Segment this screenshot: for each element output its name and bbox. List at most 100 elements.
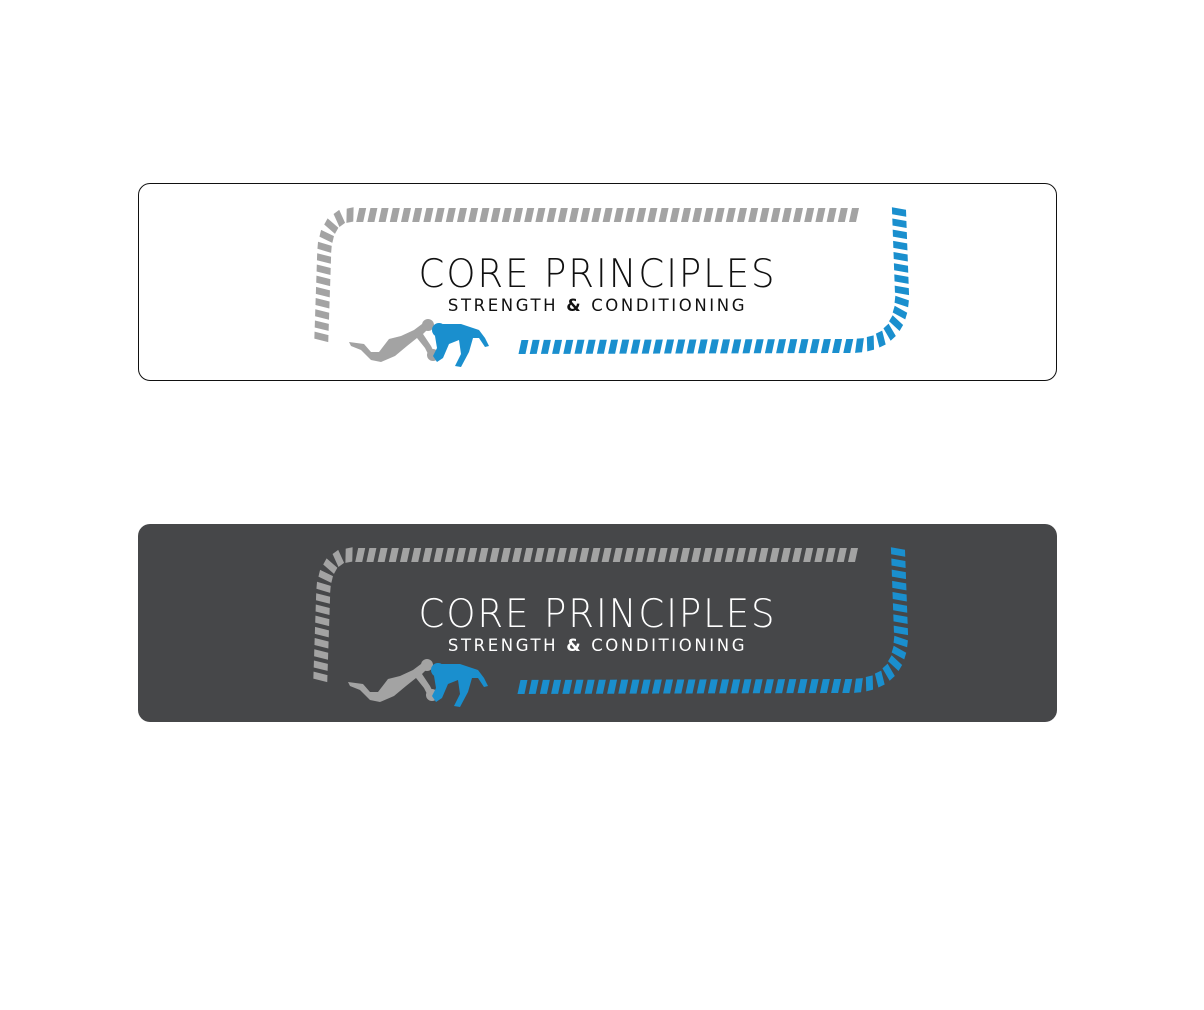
logo-title: CORE PRINCIPLES [418, 252, 777, 297]
rope-strand [596, 339, 607, 354]
rope-strand [456, 548, 466, 562]
rope-strand [489, 548, 500, 562]
rope-strand [534, 548, 545, 562]
rope-strand [736, 548, 746, 563]
rope-strand [568, 548, 578, 562]
rope-strand [366, 548, 377, 562]
rope-strand [758, 548, 769, 563]
logo-artwork [314, 207, 910, 367]
rope-strand [355, 548, 366, 562]
rope-strand [314, 626, 329, 638]
rope-strand [686, 339, 697, 354]
rope-strand [725, 208, 736, 223]
rope-strand [562, 679, 573, 694]
rope-strand [367, 208, 378, 222]
rope-strand [658, 208, 669, 223]
blue-rope [518, 207, 910, 354]
blue-rope [517, 547, 909, 694]
rope-strand [512, 548, 522, 562]
rope-strand [892, 580, 907, 591]
rope-strand [590, 548, 601, 562]
rope-strand [585, 339, 596, 354]
rope-strand [401, 208, 411, 222]
rope-strand [808, 679, 819, 694]
rope-strand [612, 548, 623, 562]
rope-strand [535, 208, 546, 223]
rope-strand [720, 339, 731, 354]
rope-strand [556, 548, 567, 562]
rope-strand [540, 339, 551, 354]
rope-strand [313, 671, 328, 683]
rope-strand [467, 548, 478, 562]
rope-strand [669, 208, 680, 223]
rope-strand [345, 547, 353, 563]
rope-strand [893, 635, 908, 648]
rope-strand [748, 208, 759, 223]
rope-strand [848, 548, 858, 563]
logo-card-light: CORE PRINCIPLES STRENGTH&CONDITIONING [138, 183, 1057, 381]
rope-strand [697, 339, 708, 354]
rope-strand [315, 593, 331, 604]
rope-strand [889, 315, 904, 331]
rope-strand [319, 229, 334, 243]
rope-strand [316, 581, 331, 593]
rope-strand [528, 679, 539, 694]
rope-strand [730, 679, 741, 694]
rope-strand [316, 264, 331, 275]
rope-strand [619, 339, 630, 354]
rope-strand [798, 339, 809, 354]
rope-strand [490, 208, 501, 223]
rope-strand [804, 208, 815, 223]
rope-strand [891, 558, 906, 568]
rope-strand [315, 298, 330, 309]
rope-strand [500, 548, 511, 562]
rope-strand [892, 305, 908, 320]
rope-strand [719, 679, 730, 694]
subtitle-ampersand: & [566, 636, 584, 655]
rope-strand [316, 253, 332, 264]
rope-strand [893, 625, 909, 636]
rope-strand [317, 241, 332, 253]
rope-strand [836, 548, 847, 563]
rope-strand [776, 339, 787, 354]
rope-strand [775, 679, 786, 694]
rope-strand [324, 218, 339, 234]
rope-strand [741, 679, 752, 694]
rope-strand [323, 558, 338, 574]
logo-artwork [313, 547, 909, 707]
rope-strand [523, 548, 534, 562]
rope-strand [680, 548, 690, 562]
rope-strand [602, 208, 613, 223]
rope-strand [787, 339, 798, 354]
rope-strand [569, 208, 579, 223]
rope-strand [713, 548, 724, 562]
logo-title: CORE PRINCIPLES [418, 592, 777, 637]
rope-strand [422, 548, 433, 562]
rope-strand [423, 208, 434, 222]
rope-strand [618, 679, 629, 694]
rope-strand [608, 339, 619, 354]
rope-strand [640, 679, 651, 694]
rope-strand [875, 330, 886, 348]
rope-strand [378, 208, 389, 222]
rope-strand [433, 548, 444, 562]
logo-card-dark: CORE PRINCIPLES STRENGTH&CONDITIONING [138, 524, 1057, 722]
rope-strand [647, 208, 658, 223]
rope-strand [742, 339, 753, 354]
rope-strand [551, 679, 562, 694]
rope-strand [652, 339, 663, 354]
kneeling-figure-icon [348, 659, 438, 702]
rope-strand [377, 548, 388, 562]
rope-strand [731, 339, 742, 354]
rope-strand [539, 679, 550, 694]
rope-strand [601, 548, 612, 563]
rope-strand [613, 208, 624, 223]
rope-strand [893, 263, 909, 273]
rope-strand [691, 548, 702, 562]
rope-strand [513, 208, 523, 223]
rope-strand [314, 649, 329, 660]
rope-strand [826, 208, 837, 223]
rope-strand [825, 548, 836, 563]
rope-strand [837, 208, 848, 223]
rope-strand [445, 208, 456, 222]
